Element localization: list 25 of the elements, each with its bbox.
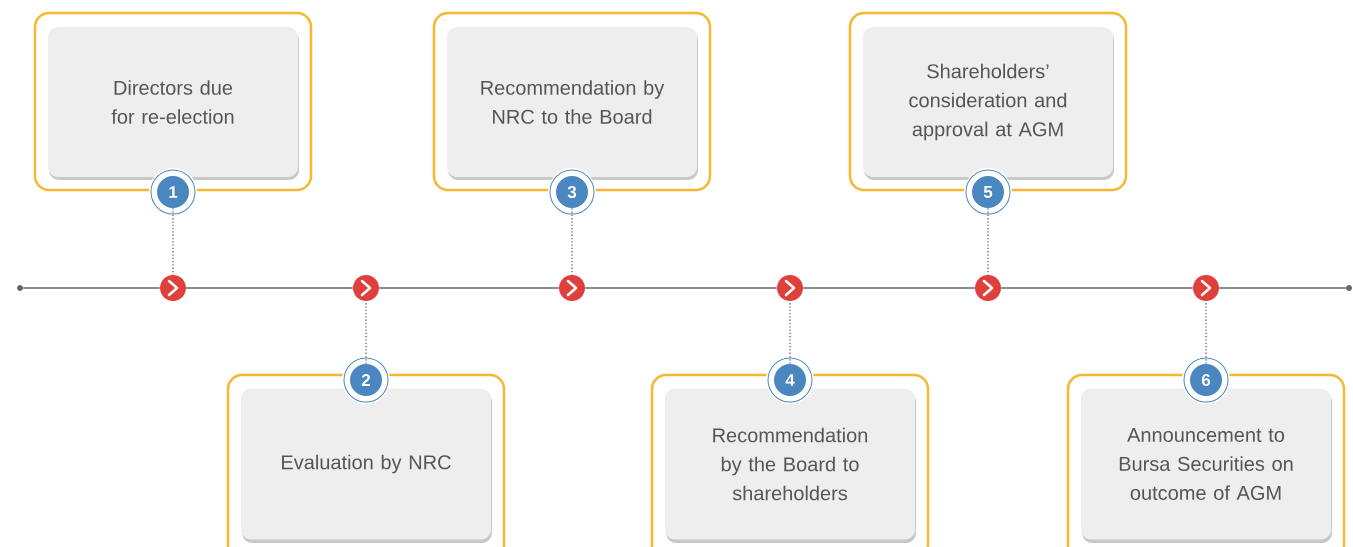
- step-number: 1: [149, 168, 197, 216]
- step-number: 3: [548, 168, 596, 216]
- dotted-connector: [1205, 300, 1207, 365]
- chevron-marker: [777, 275, 803, 301]
- dotted-connector: [987, 207, 989, 276]
- chevron-marker: [353, 275, 379, 301]
- timeline-line: [584, 287, 778, 289]
- chevron-marker: [559, 275, 585, 301]
- step-number: 4: [766, 356, 814, 404]
- timeline-line: [1218, 287, 1347, 289]
- chevron-marker: [1193, 275, 1219, 301]
- timeline-line: [22, 287, 161, 289]
- timeline-line: [802, 287, 976, 289]
- step-number: 5: [964, 168, 1012, 216]
- timeline-line: [378, 287, 560, 289]
- step-number: 6: [1182, 356, 1230, 404]
- chevron-marker: [975, 275, 1001, 301]
- dotted-connector: [571, 207, 573, 276]
- timeline-line: [185, 287, 354, 289]
- dotted-connector: [789, 300, 791, 365]
- step-number: 2: [342, 356, 390, 404]
- timeline-line: [1000, 287, 1194, 289]
- chevron-marker: [160, 275, 186, 301]
- dotted-connector: [172, 207, 174, 276]
- dotted-connector: [365, 300, 367, 365]
